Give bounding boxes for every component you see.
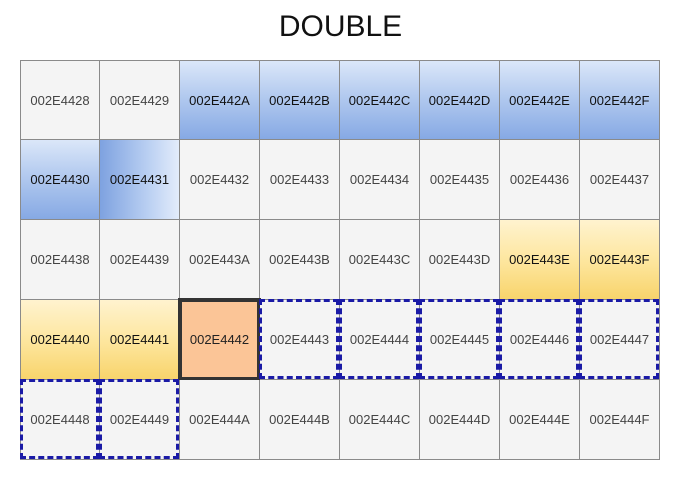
memory-cell: 002E444C <box>340 380 420 460</box>
cell-address: 002E4438 <box>30 252 90 267</box>
memory-cell-dashed: 002E4445 <box>419 299 500 380</box>
cell-address: 002E4445 <box>429 332 490 347</box>
cell-address: 002E4436 <box>509 172 570 187</box>
cell-address: 002E4448 <box>30 412 90 427</box>
cell-address: 002E444D <box>428 412 491 427</box>
cell-address: 002E4433 <box>269 172 330 187</box>
cell-address: 002E4429 <box>109 92 170 108</box>
memory-cell-blue: 002E442C <box>340 60 420 140</box>
memory-cell-blue: 002E442A <box>180 60 260 140</box>
memory-cell: 002E4439 <box>100 220 180 300</box>
memory-cell: 002E4433 <box>260 140 340 220</box>
cell-address: 002E443F <box>589 252 650 267</box>
memory-cell-yellow: 002E443E <box>500 220 580 300</box>
cell-address: 002E4428 <box>30 92 90 108</box>
cell-address: 002E444A <box>189 412 250 427</box>
memory-cell: 002E4434 <box>340 140 420 220</box>
memory-grid: 002E4428 002E4429 002E442A 002E442B 002E… <box>20 60 660 460</box>
memory-cell-blue: 002E4430 <box>20 140 100 220</box>
memory-cell-blue: 002E4431 <box>100 140 180 220</box>
memory-cell: 002E444A <box>180 380 260 460</box>
cell-address: 002E4431 <box>109 172 170 187</box>
cell-address: 002E443C <box>348 252 411 267</box>
cell-address: 002E443D <box>428 252 491 267</box>
memory-cell: 002E4432 <box>180 140 260 220</box>
cell-address: 002E443A <box>189 252 250 267</box>
cell-address: 002E4434 <box>349 172 410 187</box>
cell-address: 002E4430 <box>30 172 90 187</box>
cell-address: 002E444E <box>509 412 570 427</box>
memory-cell-yellow: 002E4441 <box>100 300 180 380</box>
cell-address: 002E4435 <box>429 172 490 187</box>
cell-address: 002E444F <box>589 412 650 427</box>
cell-address: 002E442B <box>269 92 330 108</box>
memory-cell-blue: 002E442D <box>420 60 500 140</box>
memory-cell: 002E444D <box>420 380 500 460</box>
memory-cell: 002E4435 <box>420 140 500 220</box>
memory-cell: 002E444E <box>500 380 580 460</box>
cell-address: 002E4439 <box>109 252 170 267</box>
memory-cell-blue: 002E442E <box>500 60 580 140</box>
memory-cell: 002E443B <box>260 220 340 300</box>
memory-cell-blue: 002E442F <box>580 60 660 140</box>
cell-address: 002E4443 <box>269 332 330 347</box>
cell-address: 002E442A <box>189 92 250 108</box>
cell-address: 002E4446 <box>509 332 570 347</box>
memory-cell-yellow: 002E4440 <box>20 300 100 380</box>
cell-address: 002E442D <box>428 92 491 108</box>
cell-address: 002E4437 <box>589 172 650 187</box>
diagram-title: DOUBLE <box>278 10 403 43</box>
memory-cell: 002E443A <box>180 220 260 300</box>
cell-address: 002E444C <box>348 412 411 427</box>
memory-cell: 002E443D <box>420 220 500 300</box>
memory-cell-dashed: 002E4449 <box>99 379 180 460</box>
memory-cell: 002E4437 <box>580 140 660 220</box>
memory-cell-target: 002E4442 <box>178 298 261 381</box>
memory-cell-blue: 002E442B <box>260 60 340 140</box>
cell-address: 002E4447 <box>589 332 650 347</box>
memory-cell-yellow: 002E443F <box>580 220 660 300</box>
cell-address: 002E444B <box>269 412 330 427</box>
memory-cell: 002E444F <box>580 380 660 460</box>
memory-cell-dashed: 002E4448 <box>20 379 100 460</box>
cell-address: 002E443E <box>509 252 570 267</box>
cell-address: 002E4432 <box>189 172 250 187</box>
cell-address: 002E4449 <box>109 412 170 427</box>
cell-address: 002E442F <box>589 92 650 108</box>
memory-cell-dashed: 002E4447 <box>579 299 660 380</box>
memory-cell: 002E4438 <box>20 220 100 300</box>
memory-cell-dashed: 002E4443 <box>259 299 340 380</box>
memory-cell: 002E443C <box>340 220 420 300</box>
memory-cell: 002E4429 <box>100 60 180 140</box>
cell-address: 002E4441 <box>109 332 170 347</box>
memory-cell: 002E4428 <box>20 60 100 140</box>
memory-cell: 002E4436 <box>500 140 580 220</box>
cell-address: 002E443B <box>269 252 330 267</box>
cell-address: 002E442E <box>509 92 570 108</box>
cell-address: 002E4442 <box>189 332 250 347</box>
cell-address: 002E4444 <box>349 332 410 347</box>
memory-cell: 002E444B <box>260 380 340 460</box>
cell-address: 002E442C <box>348 92 411 108</box>
memory-cell-dashed: 002E4444 <box>339 299 420 380</box>
memory-cell-dashed: 002E4446 <box>499 299 580 380</box>
cell-address: 002E4440 <box>30 332 90 347</box>
